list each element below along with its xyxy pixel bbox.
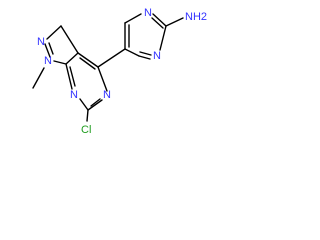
bond-c4-aryl — [97, 48, 126, 68]
bond-c6-n5 — [87, 99, 103, 111]
atom-n-pyrazole-top: N — [37, 36, 45, 48]
bond-c7a-n7 — [65, 63, 73, 90]
bond-c7a-n7-double — [69, 66, 76, 87]
bond-c2-nh2 — [165, 17, 184, 27]
bond-c3a-c7a — [65, 52, 79, 65]
bond-c3a-c4 — [77, 52, 99, 68]
bond-n1-n2-double — [48, 42, 54, 55]
atom-amine: NH2 — [185, 11, 207, 23]
aminopyrimidine-ring — [124, 13, 167, 60]
bond-ar-n3-c2 — [152, 13, 167, 27]
bond-n1-n2 — [44, 43, 51, 58]
atom-n-pyrazole-methyl: N — [44, 55, 52, 67]
bond-c3a-c4-double — [79, 57, 96, 70]
bond-ar-n1-c6-double — [139, 51, 152, 56]
molecule-structure: N N N N N N Cl NH2 — [32, 7, 207, 136]
bond-n2-c7a — [53, 60, 67, 65]
bond-ar-n3-c2-double — [151, 17, 164, 29]
bond-n1-c — [46, 25, 62, 40]
atom-n-pyrimidine-right: N — [103, 89, 111, 101]
bond-ar-n1-c6 — [138, 55, 151, 60]
bond-ar-c2-n1 — [159, 25, 167, 51]
atom-n-aminopyrimidine-top: N — [144, 7, 152, 19]
bond-n5-c4 — [97, 66, 108, 92]
bond-ar-c4-n3 — [124, 13, 142, 24]
pyrimidine-ring — [65, 52, 108, 111]
bond-methyl — [32, 67, 45, 89]
atom-n-aminopyrimidine-bottom: N — [153, 50, 161, 62]
pyrazole-ring — [44, 25, 79, 65]
bond-n7-c6 — [79, 98, 89, 111]
bond-c6-n5-double — [90, 98, 101, 107]
atom-chlorine: Cl — [81, 124, 91, 136]
bond-ar-c6-c5 — [124, 48, 140, 57]
bond-c3-c3a — [60, 25, 79, 54]
bond-c6-cl — [86, 109, 89, 122]
atom-n-pyrimidine-lower: N — [70, 89, 78, 101]
